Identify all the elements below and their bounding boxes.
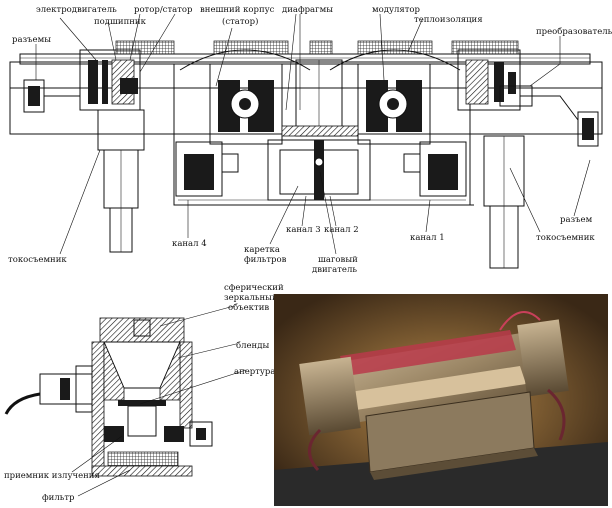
label-filter-carriage-2: фильтров — [244, 255, 287, 265]
label-outer-case: внешний корпус — [200, 5, 275, 15]
label-channel-4: канал 4 — [172, 239, 207, 249]
label-rotor-stator: ротор/статор — [134, 5, 193, 15]
label-motor: электродвигатель — [36, 5, 117, 15]
top-leaders — [35, 13, 591, 255]
label-channel-1: канал 1 — [410, 233, 445, 243]
label-bearing: подшипник — [94, 17, 147, 27]
bottom-labels: сферический зеркальный объектив бленды а… — [4, 283, 284, 503]
bottom-leaders — [71, 305, 247, 497]
detector-section — [4, 317, 213, 477]
label-detector: приемник излучения — [4, 471, 100, 481]
instrument-photo — [274, 294, 608, 506]
label-filter: фильтр — [42, 493, 75, 503]
label-channel-3: канал 3 — [286, 225, 321, 235]
top-labels: электродвигатель подшипник ротор/статор … — [8, 5, 612, 275]
main-assembly — [9, 40, 603, 269]
label-baffles: бленды — [236, 340, 269, 351]
label-converter: преобразователь — [536, 26, 612, 37]
label-slip-ring-left: токосъемник — [8, 255, 67, 265]
label-spherical-2: зеркальный — [224, 293, 278, 303]
label-connector: разъем — [560, 215, 593, 225]
label-modulator: модулятор — [372, 5, 421, 15]
label-stepper-1: шаговый — [318, 255, 358, 265]
label-slip-ring-right: токосъемник — [536, 233, 595, 243]
label-stepper-2: двигатель — [312, 265, 357, 275]
label-spherical-1: сферический — [224, 283, 284, 293]
label-filter-carriage-1: каретка — [244, 245, 280, 255]
label-diaphragms: диафрагмы — [282, 5, 333, 15]
label-aperture: апертура — [234, 367, 275, 377]
label-spherical-3: объектив — [228, 302, 269, 313]
label-connectors: разъемы — [12, 35, 51, 45]
label-insulation: теплоизоляция — [414, 15, 483, 25]
label-outer-case-sub: (статор) — [222, 16, 258, 27]
label-channel-2: канал 2 — [324, 225, 359, 235]
